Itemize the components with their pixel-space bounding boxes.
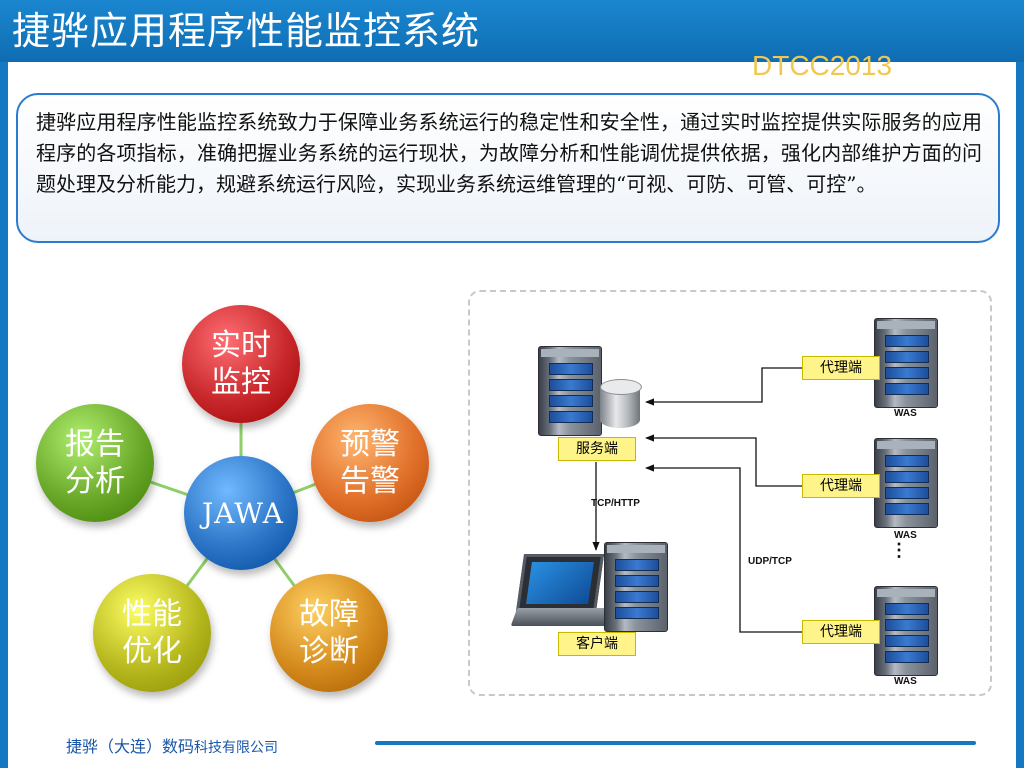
edge-agent1-to-service — [646, 368, 802, 402]
more-agents-ellipsis: ⋮ — [890, 540, 908, 561]
hub-center-label: JAWA — [202, 495, 280, 532]
database-icon — [600, 380, 640, 428]
agent2-server-icon — [874, 438, 938, 528]
hub-node-label: 故障 诊断 — [290, 596, 368, 670]
agent2-label: 代理端 — [802, 474, 880, 498]
agent3-caption: WAS — [894, 676, 917, 687]
hub-node-label: 报告 分析 — [56, 426, 134, 500]
service-server-icon — [538, 346, 602, 436]
footer-divider — [375, 741, 976, 745]
hub-node-realtime-monitoring: 实时 监控 — [182, 305, 300, 423]
service-label: 服务端 — [558, 437, 636, 461]
hub-node-report-analysis: 报告 分析 — [36, 404, 154, 522]
hub-node-warning-alert: 预警 告警 — [311, 404, 429, 522]
agent3-label: 代理端 — [802, 620, 880, 644]
laptop-icon — [516, 554, 604, 612]
agent3-server-icon — [874, 586, 938, 676]
footer-company-suffix: 科技有限公司 — [194, 740, 278, 756]
hub-node-label: 性能 优化 — [113, 596, 191, 670]
edge-agent3-to-service-label: UDP/TCP — [748, 556, 792, 567]
hub-node-performance-optimization: 性能 优化 — [93, 574, 211, 692]
hub-node-label: 实时 监控 — [202, 327, 280, 401]
agent1-caption: WAS — [894, 408, 917, 419]
client-label: 客户端 — [558, 632, 636, 656]
agent1-server-icon — [874, 318, 938, 408]
edge-agent2-to-service — [646, 438, 802, 486]
hub-node-fault-diagnosis: 故障 诊断 — [270, 574, 388, 692]
hub-center-node: JAWA — [184, 456, 298, 570]
agent1-label: 代理端 — [802, 356, 880, 380]
edge-service-to-client-label: TCP/HTTP — [591, 498, 640, 509]
hub-node-label: 预警 告警 — [331, 426, 409, 500]
footer-company-prefix: 捷骅（大连）数码 — [66, 737, 194, 756]
footer-company-name: 捷骅（大连）数码科技有限公司 — [66, 733, 278, 757]
edge-agent3-to-service — [646, 468, 802, 632]
client-server-icon — [604, 542, 668, 632]
laptop-base — [511, 608, 614, 626]
